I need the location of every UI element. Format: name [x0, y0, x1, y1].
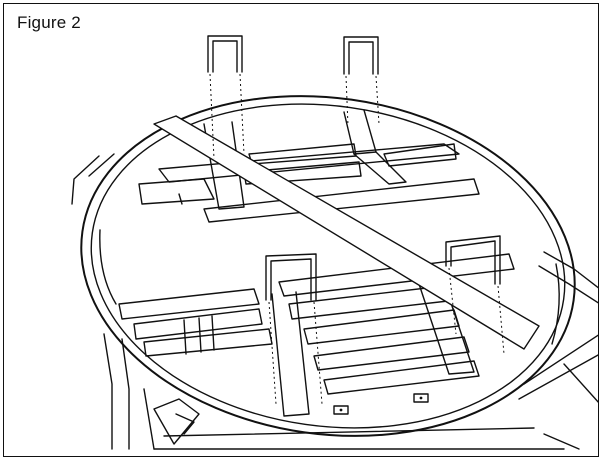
- diagonal-brace: [153, 115, 540, 350]
- staple-top-right: [343, 36, 380, 127]
- staple-bottom-right: [445, 235, 505, 355]
- staple-top-left: [207, 35, 245, 160]
- staple-bottom-left: [265, 253, 323, 405]
- base-frame: [71, 153, 598, 450]
- circular-hoop: [80, 95, 576, 437]
- figure-label: Figure 2: [17, 13, 81, 32]
- lower-slats: [118, 253, 515, 417]
- assembly-illustration: [71, 35, 598, 450]
- figure-frame: Figure 2: [3, 3, 599, 457]
